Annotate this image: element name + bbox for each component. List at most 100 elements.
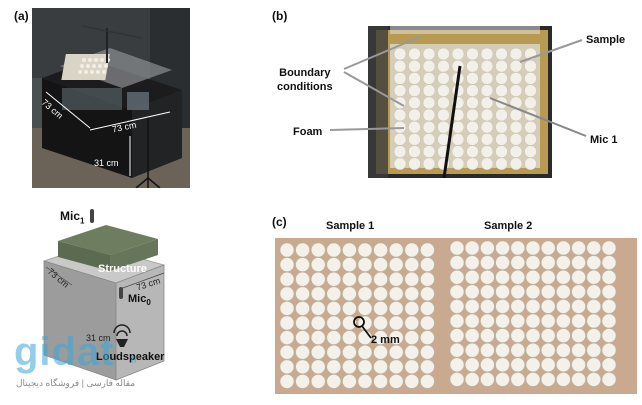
ball xyxy=(480,357,495,373)
ball xyxy=(480,255,495,270)
ball xyxy=(510,255,526,270)
ball xyxy=(279,330,295,345)
ball xyxy=(464,240,480,256)
ball xyxy=(295,271,310,287)
ball xyxy=(388,301,404,316)
ball xyxy=(525,269,541,285)
ball xyxy=(464,372,480,387)
ball xyxy=(556,313,571,329)
ball xyxy=(373,315,388,331)
ball xyxy=(357,344,373,360)
ball xyxy=(342,286,357,302)
ball xyxy=(326,315,342,331)
ball xyxy=(326,242,342,258)
foam-label: Foam xyxy=(293,126,323,138)
ball xyxy=(279,359,295,375)
panel-c-photo: 2 mm xyxy=(275,238,637,394)
ball xyxy=(326,374,342,389)
panel-a-label: (a) xyxy=(14,9,29,23)
ball xyxy=(449,255,465,270)
enclosure-photo-svg xyxy=(32,8,190,188)
ball xyxy=(525,255,541,270)
ball xyxy=(357,301,373,316)
ball xyxy=(295,315,310,331)
ball xyxy=(571,299,586,314)
ball xyxy=(326,271,342,287)
ball xyxy=(510,284,526,300)
ball xyxy=(510,357,526,373)
ball xyxy=(510,342,526,358)
ball xyxy=(495,157,508,171)
ball xyxy=(420,271,435,287)
ball xyxy=(480,299,495,314)
ball xyxy=(480,328,495,343)
ball xyxy=(279,242,295,258)
ball xyxy=(571,255,586,270)
ball xyxy=(601,269,617,285)
ball xyxy=(388,271,404,287)
ball xyxy=(524,145,537,158)
diagram-structure-label: Structure xyxy=(98,263,147,275)
ball xyxy=(601,313,617,329)
ball xyxy=(373,301,388,316)
ball xyxy=(342,330,357,345)
ball xyxy=(464,255,480,270)
ball xyxy=(540,328,556,343)
ball xyxy=(310,301,326,316)
ball xyxy=(556,328,571,343)
ball xyxy=(310,374,326,389)
ball xyxy=(464,357,480,373)
ball xyxy=(342,315,357,331)
ball xyxy=(404,257,420,272)
ball xyxy=(556,240,571,256)
ball xyxy=(342,344,357,360)
ball xyxy=(601,255,617,270)
ball xyxy=(556,357,571,373)
ball xyxy=(464,328,480,343)
photo-dim-3: 31 cm xyxy=(94,158,119,168)
ball xyxy=(342,301,357,316)
ball xyxy=(310,344,326,360)
ball xyxy=(357,257,373,272)
ball xyxy=(480,269,495,285)
ball xyxy=(420,374,435,389)
ball xyxy=(295,359,310,375)
ball xyxy=(480,284,495,300)
ball xyxy=(422,145,436,158)
ball xyxy=(326,359,342,375)
ball xyxy=(510,240,526,256)
ball xyxy=(404,315,420,331)
ball xyxy=(449,299,465,314)
ball xyxy=(495,255,510,270)
ball xyxy=(525,372,541,387)
ball xyxy=(295,374,310,389)
ball xyxy=(525,357,541,373)
ball xyxy=(404,301,420,316)
ball xyxy=(388,374,404,389)
ball xyxy=(556,269,571,285)
diagram-speaker-label: Loudspeaker xyxy=(96,351,165,363)
ball xyxy=(279,257,295,272)
ball xyxy=(388,242,404,258)
diagram-mic1-label: Mic1 xyxy=(60,209,85,226)
ball xyxy=(310,257,326,272)
ball xyxy=(451,157,465,171)
ball xyxy=(556,255,571,270)
ball xyxy=(495,299,510,314)
ball xyxy=(571,240,586,256)
ball xyxy=(510,299,526,314)
sample-label: Sample xyxy=(586,34,626,46)
mic0-icon xyxy=(119,287,123,299)
ball xyxy=(586,328,602,343)
ball xyxy=(466,157,479,171)
enclosure-diagram-svg xyxy=(42,209,166,381)
ball xyxy=(601,372,617,387)
ball xyxy=(495,357,510,373)
ball xyxy=(586,299,602,314)
ball xyxy=(388,286,404,302)
ball xyxy=(586,342,602,358)
ball xyxy=(422,157,436,171)
ball xyxy=(279,344,295,360)
ball xyxy=(404,344,420,360)
ball xyxy=(586,284,602,300)
